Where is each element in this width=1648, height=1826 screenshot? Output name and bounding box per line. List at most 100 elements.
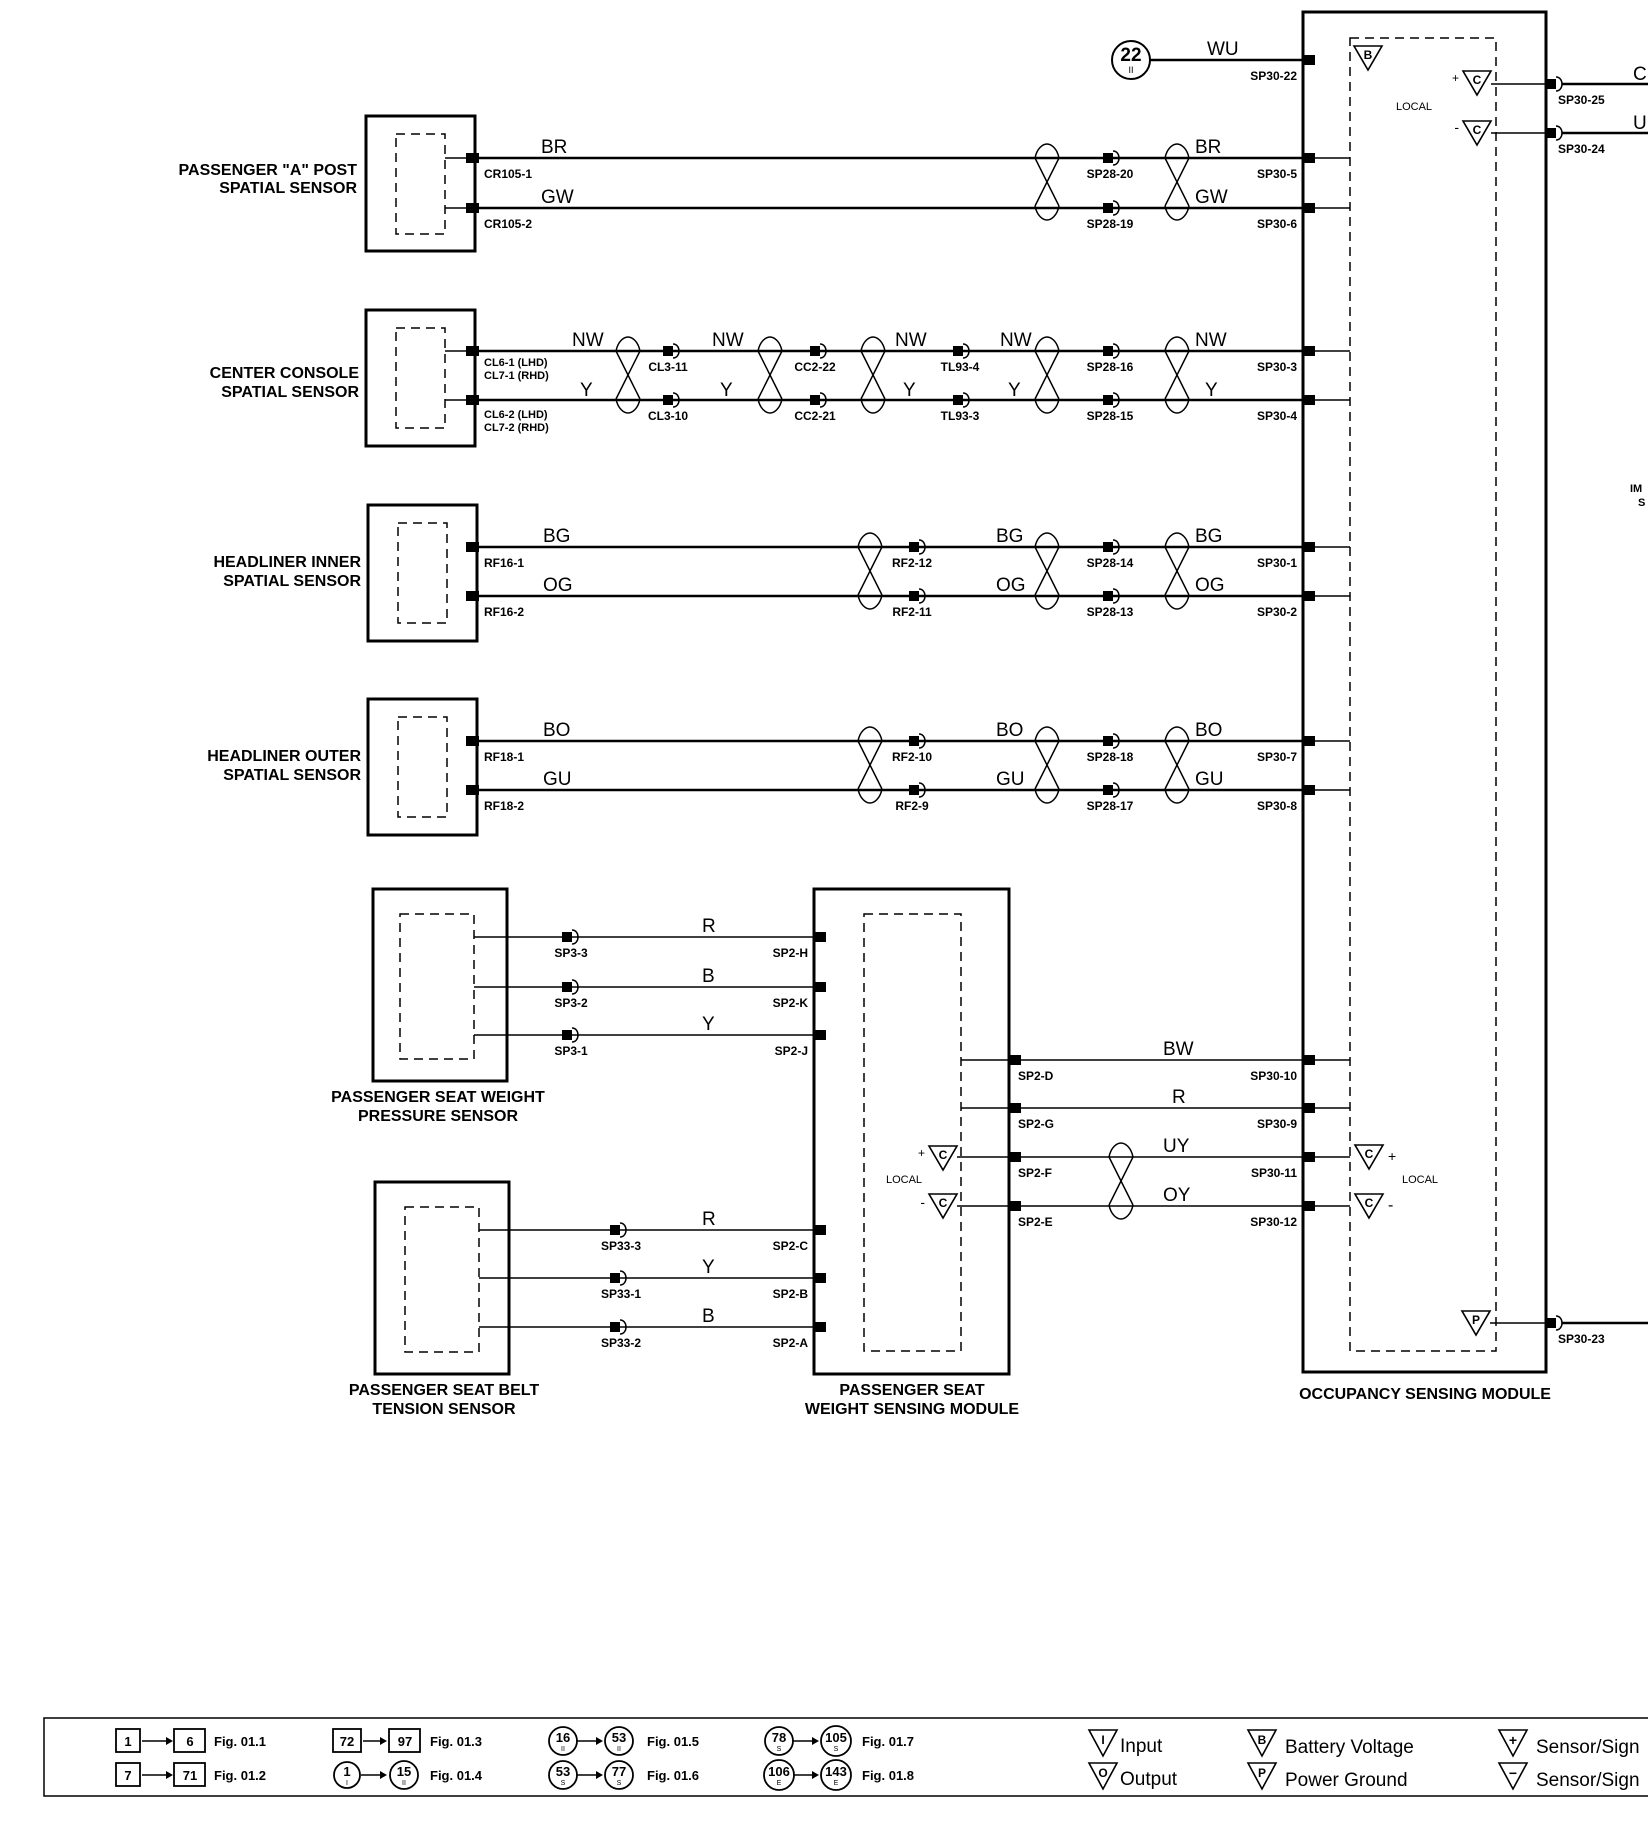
svg-text:Y: Y (1008, 380, 1021, 401)
svg-text:GU: GU (543, 769, 572, 790)
svg-text:II: II (1128, 65, 1133, 75)
svg-text:+: + (1509, 1732, 1517, 1748)
headliner-inner-wires: RF16-1 RF16-2 BG OG RF2-12 RF2-11 BG OG … (466, 526, 1315, 619)
svg-text:53: 53 (556, 1764, 570, 1779)
svg-text:SP28-16: SP28-16 (1087, 360, 1134, 374)
svg-text:C: C (1473, 73, 1482, 87)
svg-text:SP28-14: SP28-14 (1087, 556, 1134, 570)
svg-text:NW: NW (712, 330, 744, 351)
svg-text:+: + (1452, 71, 1459, 85)
svg-text:Fig. 01.1: Fig. 01.1 (214, 1734, 266, 1749)
svg-text:NW: NW (895, 330, 927, 351)
svg-text:77: 77 (612, 1764, 626, 1779)
svg-text:NW: NW (572, 330, 604, 351)
svg-text:Fig. 01.5: Fig. 01.5 (647, 1734, 699, 1749)
svg-text:GW: GW (541, 187, 574, 208)
svg-text:SP2-E: SP2-E (1018, 1215, 1053, 1229)
svg-text:R: R (702, 1209, 716, 1230)
svg-text:RF2-10: RF2-10 (892, 750, 932, 764)
svg-text:SP28-20: SP28-20 (1087, 167, 1134, 181)
module-to-osm-wires: SP2-D SP2-G SP2-F SP2-E BW R UY OY SP30-… (1008, 1039, 1315, 1229)
svg-text:SP28-13: SP28-13 (1087, 605, 1134, 619)
svg-text:CR105-2: CR105-2 (484, 217, 532, 231)
svg-text:SP30-4: SP30-4 (1257, 409, 1297, 423)
headliner-outer-wires: RF18-1 RF18-2 BO GU RF2-10 RF2-9 BO GU S… (466, 720, 1315, 813)
center-console-sensor: CENTER CONSOLE SPATIAL SENSOR (210, 308, 477, 448)
svg-text:I: I (1101, 1733, 1104, 1747)
svg-text:CL7-1 (RHD): CL7-1 (RHD) (484, 370, 549, 382)
circle-ref-22: 22 II (1111, 40, 1151, 80)
svg-text:R: R (1172, 1087, 1186, 1108)
a-post-sensor: PASSENGER "A" POST SPATIAL SENSOR (179, 114, 477, 253)
svg-text:C: C (1633, 64, 1647, 85)
svg-text:OY: OY (1163, 1185, 1191, 1206)
svg-text:+: + (918, 1146, 925, 1160)
svg-text:C: C (1365, 1147, 1374, 1161)
svg-text:PASSENGER "A" POST: PASSENGER "A" POST (179, 162, 358, 179)
svg-text:SP30-3: SP30-3 (1257, 360, 1297, 374)
svg-text:Fig. 01.7: Fig. 01.7 (862, 1734, 914, 1749)
svg-text:RF16-2: RF16-2 (484, 605, 524, 619)
svg-text:B: B (702, 966, 715, 987)
svg-text:GW: GW (1195, 187, 1228, 208)
svg-text:SPATIAL SENSOR: SPATIAL SENSOR (219, 180, 357, 197)
svg-text:RF2-9: RF2-9 (895, 799, 929, 813)
svg-text:7: 7 (124, 1768, 131, 1783)
svg-text:II: II (561, 1746, 565, 1753)
svg-text:BG: BG (1195, 526, 1222, 547)
svg-text:C: C (1473, 123, 1482, 137)
svg-text:CC2-22: CC2-22 (794, 360, 836, 374)
svg-text:PRESSURE SENSOR: PRESSURE SENSOR (358, 1108, 518, 1125)
svg-text:SP33-3: SP33-3 (601, 1239, 641, 1253)
svg-text:-: - (1454, 119, 1459, 135)
svg-text:P: P (1472, 1313, 1480, 1327)
svg-text:BG: BG (543, 526, 570, 547)
svg-text:TL93-4: TL93-4 (941, 360, 980, 374)
pressure-sensor-wires: SP3-3 SP3-2 SP3-1 R B Y SP2-H SP2-K SP2-… (474, 916, 826, 1058)
svg-text:SP2-H: SP2-H (773, 946, 808, 960)
svg-text:105: 105 (825, 1730, 847, 1745)
svg-text:BR: BR (541, 137, 567, 158)
svg-text:BO: BO (1195, 720, 1222, 741)
svg-text:SP3-2: SP3-2 (554, 996, 588, 1010)
svg-text:E: E (834, 1780, 839, 1787)
svg-text:GU: GU (1195, 769, 1224, 790)
seat-belt-tension-sensor: PASSENGER SEAT BELT TENSION SENSOR (349, 1180, 539, 1418)
svg-text:Output: Output (1120, 1769, 1178, 1790)
svg-text:BO: BO (996, 720, 1023, 741)
svg-text:Sensor/Sign: Sensor/Sign (1536, 1737, 1640, 1758)
svg-text:CENTER CONSOLE: CENTER CONSOLE (210, 365, 360, 382)
svg-text:R: R (702, 916, 716, 937)
headliner-outer-sensor: HEADLINER OUTER SPATIAL SENSOR (207, 697, 479, 837)
svg-text:CC2-21: CC2-21 (794, 409, 836, 423)
svg-text:SP2-B: SP2-B (773, 1287, 809, 1301)
svg-text:NW: NW (1000, 330, 1032, 351)
osm-label: OCCUPANCY SENSING MODULE (1299, 1386, 1551, 1403)
svg-text:C: C (1365, 1196, 1374, 1210)
svg-text:RF16-1: RF16-1 (484, 556, 524, 570)
svg-text:97: 97 (398, 1734, 412, 1749)
svg-text:CL6-2 (LHD): CL6-2 (LHD) (484, 409, 548, 421)
svg-text:78: 78 (772, 1730, 786, 1745)
svg-text:SP30-11: SP30-11 (1251, 1166, 1297, 1180)
svg-text:B: B (702, 1306, 715, 1327)
svg-text:−: − (1509, 1765, 1517, 1781)
svg-text:143: 143 (825, 1764, 847, 1779)
svg-text:BO: BO (543, 720, 570, 741)
svg-text:71: 71 (183, 1768, 197, 1783)
belt-sensor-wires: SP33-3 SP33-1 SP33-2 R Y B SP2-C SP2-B S… (479, 1209, 826, 1350)
svg-text:LOCAL: LOCAL (1402, 1174, 1438, 1186)
osm-local-signals: C + C - LOCAL P SP30-23 (1315, 157, 1648, 1346)
svg-text:PASSENGER SEAT WEIGHT: PASSENGER SEAT WEIGHT (331, 1089, 545, 1106)
svg-text:SP2-F: SP2-F (1018, 1166, 1052, 1180)
svg-text:SP28-17: SP28-17 (1087, 799, 1134, 813)
svg-text:22: 22 (1120, 45, 1141, 66)
svg-text:CL3-11: CL3-11 (648, 360, 688, 374)
svg-text:15: 15 (397, 1764, 411, 1779)
svg-text:SP3-1: SP3-1 (554, 1044, 588, 1058)
svg-text:16: 16 (556, 1730, 570, 1745)
svg-text:Y: Y (1205, 380, 1218, 401)
svg-text:SPATIAL SENSOR: SPATIAL SENSOR (221, 384, 359, 401)
svg-text:SP30-1: SP30-1 (1257, 556, 1297, 570)
svg-text:SP3-3: SP3-3 (554, 946, 588, 960)
